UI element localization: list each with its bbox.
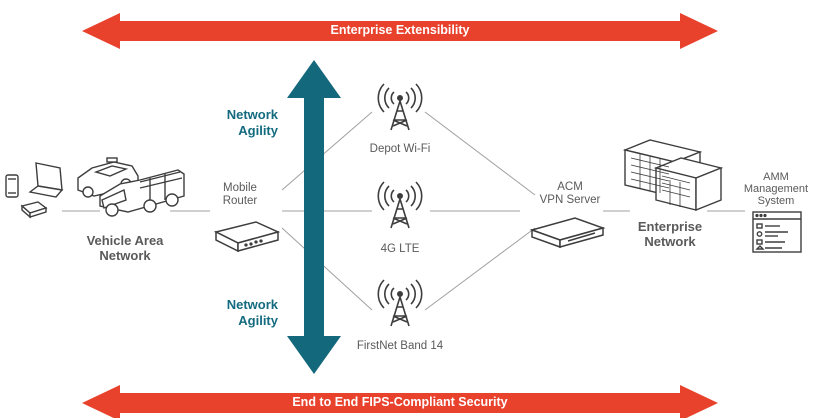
mobile-router-line1: Mobile <box>223 182 257 194</box>
depot-wifi-label: Depot Wi-Fi <box>369 143 431 155</box>
vehicle-area-line1: Vehicle Area <box>86 233 164 248</box>
enterprise-servers-icon <box>622 139 724 212</box>
amm-line3: System <box>757 195 795 207</box>
management-system-icon <box>752 211 802 253</box>
line-router-firstnet <box>281 227 373 311</box>
vehicle-area-network-label: Vehicle Area Network <box>60 233 190 263</box>
depot-wifi-tower-icon <box>377 83 423 131</box>
mobile-router-line2: Router <box>222 195 258 207</box>
fips-security-label: End to End FIPS-Compliant Security <box>292 395 508 409</box>
acm-line1: ACM <box>557 181 583 193</box>
network-agility-bottom-label: Network Agility <box>200 297 278 329</box>
vehicle-devices-icon <box>5 157 185 219</box>
vpn-server-icon <box>529 217 606 249</box>
acm-vpn-server-label: ACM VPN Server <box>520 181 620 207</box>
amm-line2: Management <box>743 183 809 195</box>
network-agility-bottom-line2: Agility <box>238 313 278 328</box>
amm-management-system-label: AMM Management System <box>735 171 817 207</box>
enterprise-extensibility-arrow <box>82 13 718 49</box>
network-agility-bottom-line1: Network <box>226 297 278 312</box>
firstnet-tower-icon <box>377 279 423 327</box>
amm-line1: AMM <box>763 171 789 183</box>
fips-security-arrow <box>82 385 718 418</box>
lte-tower-icon <box>377 181 423 229</box>
mobile-router-icon <box>213 221 281 253</box>
connection-lines <box>62 111 745 311</box>
smartphone-icon <box>5 174 19 198</box>
line-wifi-acm <box>424 111 536 196</box>
firstnet-label: FirstNet Band 14 <box>356 340 444 352</box>
line-router-wifi <box>281 111 373 191</box>
enterprise-extensibility-label: Enterprise Extensibility <box>330 23 470 37</box>
enterprise-line1: Enterprise <box>637 219 703 234</box>
network-agility-top-line1: Network <box>226 107 278 122</box>
network-agility-arrow <box>287 60 341 374</box>
acm-line2: VPN Server <box>539 194 601 206</box>
line-firstnet-acm <box>424 227 536 311</box>
lte-label: 4G LTE <box>380 243 420 255</box>
vehicle-area-line2: Network <box>99 248 151 263</box>
enterprise-network-label: Enterprise Network <box>615 219 725 249</box>
mobile-router-label: Mobile Router <box>207 182 273 208</box>
enterprise-line2: Network <box>644 234 696 249</box>
network-agility-top-label: Network Agility <box>200 107 278 139</box>
network-agility-top-line2: Agility <box>238 123 278 138</box>
